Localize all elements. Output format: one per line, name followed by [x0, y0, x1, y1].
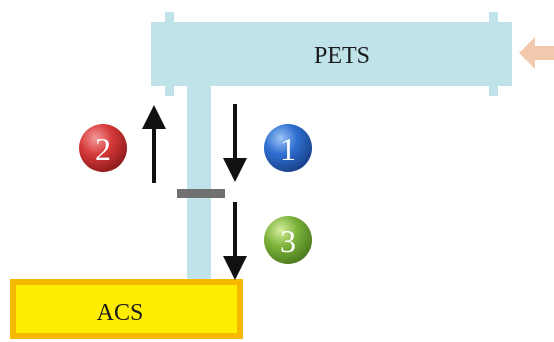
acs-structure: ACS — [10, 279, 243, 339]
acs-label: ACS — [97, 300, 144, 326]
input-arrow-icon — [519, 37, 554, 69]
pets-flange-right — [489, 12, 498, 96]
vertical-waveguide — [187, 86, 211, 282]
step-3: 3 — [223, 202, 312, 280]
pets-flange-left — [165, 12, 174, 96]
step-1-number: 1 — [280, 131, 296, 167]
acs-body — [10, 279, 243, 339]
step-3-number: 3 — [280, 223, 296, 259]
step-2: 2 — [79, 105, 166, 183]
pets-structure: PETS — [151, 12, 512, 96]
step-3-badge — [264, 216, 312, 264]
step-1: 1 — [223, 104, 312, 182]
waveguide-stem — [187, 86, 211, 282]
pets-label: PETS — [314, 43, 370, 69]
valve-bar — [177, 189, 225, 198]
step-2-number: 2 — [95, 131, 111, 167]
step-1-badge — [264, 124, 312, 172]
step-2-badge — [79, 124, 127, 172]
pets-body — [151, 22, 512, 86]
